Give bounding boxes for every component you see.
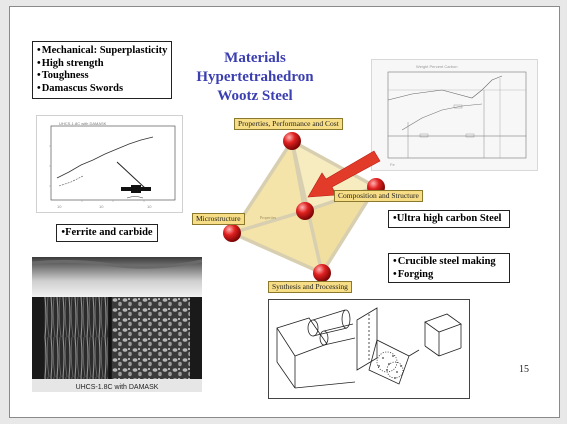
- vertex-label-bottom: Synthesis and Processing: [268, 281, 352, 293]
- crucible-sketch-graphic: [276, 307, 462, 389]
- materials-tetrahedron: Properties: [223, 132, 385, 282]
- vertex-label-top: Properties, Performance and Cost: [234, 118, 343, 130]
- properties-item: Toughness: [37, 70, 167, 83]
- title-line: Materials: [224, 50, 286, 66]
- process-item: Crucible steel making: [393, 256, 505, 269]
- vertex-label-left: Microstructure: [192, 213, 245, 225]
- svg-text:Fe: Fe: [390, 162, 395, 167]
- svg-text:10: 10: [99, 204, 104, 209]
- title-line: Wootz Steel: [217, 88, 293, 104]
- micrograph-graphic: [32, 257, 202, 392]
- vertex-label-right: Composition and Structure: [334, 190, 423, 202]
- svg-text:10: 10: [57, 204, 62, 209]
- micrograph-image: UHCS-1.8C with DAMASK: [32, 257, 202, 392]
- title-line: Hypertetrahedron: [196, 69, 314, 85]
- page-number: 15: [519, 364, 529, 375]
- phase-diagram: Weight Percent Carbon Fe: [371, 59, 538, 171]
- properties-item: Mechanical: Superplasticity: [37, 45, 168, 58]
- properties-list-box: Mechanical: Superplasticity High strengt…: [32, 41, 172, 99]
- svg-text:UHCS-1.8C with DAMASK: UHCS-1.8C with DAMASK: [59, 121, 107, 126]
- slide-title: Materials Hypertetrahedron Wootz Steel: [182, 49, 328, 106]
- properties-list: Mechanical: Superplasticity High strengt…: [37, 45, 168, 96]
- ultra-high-carbon-box: •Ultra high carbon Steel: [388, 210, 510, 228]
- vertex-sphere-left: [223, 224, 241, 242]
- micrograph-caption: UHCS-1.8C with DAMASK: [75, 384, 159, 391]
- svg-text:10: 10: [147, 204, 152, 209]
- process-list-box: Crucible steel making Forging: [388, 253, 510, 283]
- svg-text:Properties: Properties: [260, 215, 277, 220]
- vertex-sphere-top: [283, 132, 301, 150]
- ferrite-carbide-label: •Ferrite and carbide: [61, 227, 153, 238]
- stress-strain-plot-graphic: UHCS-1.8C with DAMASK 10 10 10: [49, 121, 176, 209]
- properties-item: High strength: [37, 58, 167, 71]
- slide: Mechanical: Superplasticity High strengt…: [9, 6, 560, 418]
- properties-item: Damascus Swords: [37, 83, 167, 96]
- stress-strain-plot: UHCS-1.8C with DAMASK 10 10 10: [36, 115, 183, 213]
- process-item: Forging: [393, 269, 505, 282]
- svg-text:Weight Percent Carbon: Weight Percent Carbon: [416, 64, 458, 69]
- crucible-sketch: [268, 299, 470, 399]
- vertex-sphere-center: [296, 202, 314, 220]
- phase-diagram-graphic: Weight Percent Carbon Fe: [387, 64, 527, 167]
- process-list: Crucible steel making Forging: [393, 256, 505, 281]
- ultra-high-carbon-label: Ultra high carbon Steel: [396, 213, 502, 224]
- vertex-sphere-bottom: [313, 264, 331, 282]
- red-arrow-icon: [307, 150, 381, 198]
- ferrite-carbide-box: •Ferrite and carbide: [56, 224, 158, 242]
